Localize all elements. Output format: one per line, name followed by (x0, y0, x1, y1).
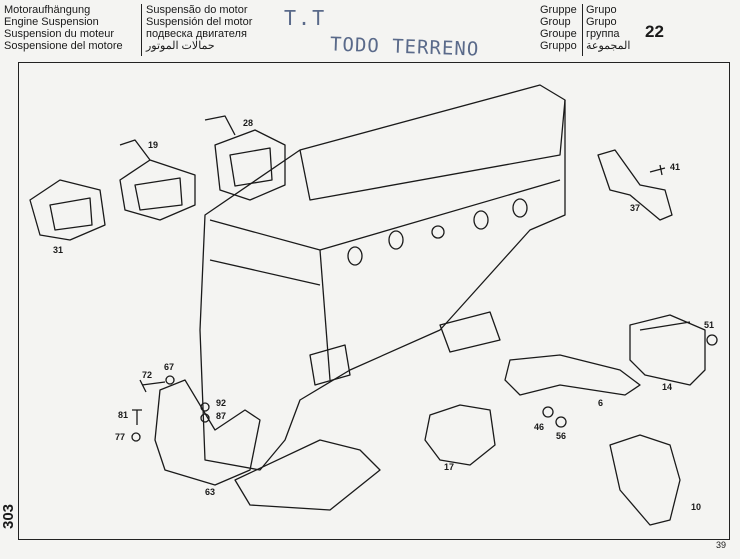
exhaust-ports (347, 198, 528, 266)
group-block-left: Gruppe Group Groupe Gruppo (540, 4, 577, 52)
part-63 (154, 379, 261, 486)
washer-87 (200, 413, 210, 423)
callout-41: 41 (670, 162, 681, 172)
part-56-nut (555, 416, 567, 428)
group-ar: المجموعة (586, 40, 631, 52)
bolt-72 (139, 379, 166, 393)
group-pt: Grupo (586, 4, 617, 16)
engine-block (199, 84, 566, 471)
callout-77: 77 (115, 432, 126, 442)
title-es: Suspensión del motor (146, 16, 253, 28)
page-number: 39 (716, 540, 727, 550)
title-ar: حمالات الموتور (146, 40, 215, 52)
callout-51: 51 (704, 320, 715, 330)
title-it: Sospensione del motore (4, 40, 123, 52)
oil-pan (234, 439, 381, 511)
stamp-tt: T.T (284, 6, 327, 30)
washer-67 (165, 375, 175, 385)
part-10 (609, 434, 681, 526)
part-17 (424, 404, 496, 466)
group-fr: Groupe (540, 28, 577, 40)
title-fr: Suspension du moteur (4, 28, 115, 40)
part-28 (204, 115, 286, 201)
callout-19: 19 (148, 140, 159, 150)
callout-10: 10 (691, 502, 702, 512)
bolt-41 (649, 164, 666, 176)
group-en: Group (540, 16, 571, 28)
part-14 (629, 314, 706, 386)
callout-46: 46 (534, 422, 545, 432)
title-ru: подвеска двигателя (146, 28, 247, 40)
title-de: Motoraufhängung (4, 4, 91, 16)
part-31 (29, 179, 106, 241)
frame-top (18, 62, 730, 63)
part-6 (504, 354, 641, 396)
callout-28: 28 (243, 118, 254, 128)
valve-cover (299, 99, 566, 201)
header-divider-1 (141, 4, 142, 56)
callout-6: 6 (598, 398, 604, 408)
callout-72: 72 (142, 370, 153, 380)
callout-63: 63 (205, 487, 216, 497)
frame-bottom (18, 539, 730, 540)
title-block-right: Suspensão do motor Suspensión del motor … (146, 4, 252, 52)
callout-14: 14 (662, 382, 673, 392)
part-37 (597, 149, 673, 221)
callout-17: 17 (444, 462, 455, 472)
side-flange (439, 311, 501, 353)
callout-31: 31 (53, 245, 64, 255)
part-19 (119, 139, 196, 221)
washer-77 (131, 432, 141, 442)
callout-92: 92 (216, 398, 227, 408)
title-pt: Suspensão do motor (146, 4, 248, 16)
header-divider-2 (582, 4, 583, 56)
nut-92 (200, 402, 210, 412)
group-number: 22 (645, 22, 664, 41)
group-ru: группа (586, 28, 620, 40)
title-block-left: Motoraufhängung Engine Suspension Suspen… (4, 4, 123, 52)
group-block-right: Grupo Grupo группа المجموعة (586, 4, 630, 52)
title-en: Engine Suspension (4, 16, 99, 28)
frame-left (18, 62, 19, 540)
callout-37: 37 (630, 203, 641, 213)
callout-67: 67 (164, 362, 175, 372)
frame-right (729, 62, 730, 540)
callout-87: 87 (216, 411, 227, 421)
group-de: Gruppe (540, 4, 577, 16)
callout-81: 81 (118, 410, 129, 420)
page-code: 303 (0, 503, 18, 530)
callout-56: 56 (556, 431, 567, 441)
group-es: Grupo (586, 16, 617, 28)
bolt-81 (132, 409, 142, 425)
part-46-washer (542, 406, 554, 418)
group-it: Gruppo (540, 40, 577, 52)
part-51-washer (706, 334, 718, 346)
